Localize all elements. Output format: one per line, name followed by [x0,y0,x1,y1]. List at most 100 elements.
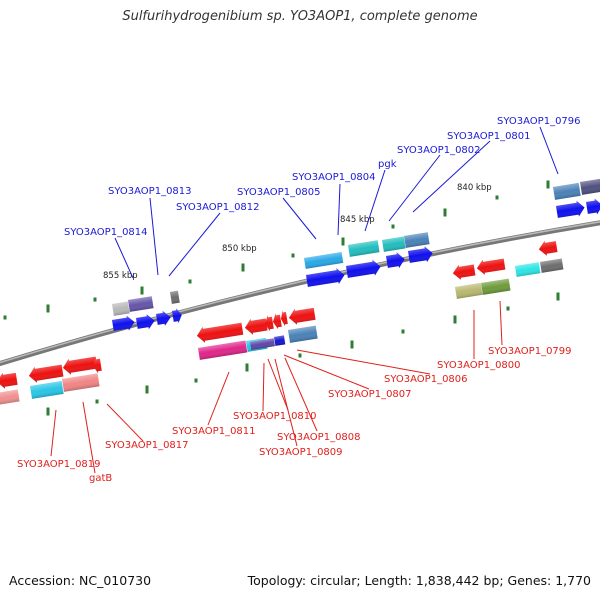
tick-mark [350,340,354,349]
genome-info-text: Topology: circular; Length: 1,838,442 bp… [247,573,591,588]
gene-feature [556,200,585,218]
gene-feature [481,278,511,295]
gene-feature [128,296,154,312]
gene-label-forward[interactable]: SYO3AOP1_0802 [397,145,481,156]
tick-mark [443,208,447,217]
gene-feature-shading [92,357,102,374]
gene-feature [28,364,64,383]
gene-label-forward[interactable]: SYO3AOP1_0814 [64,227,148,238]
gene-feature [348,240,380,257]
gene-label-forward[interactable]: SYO3AOP1_0805 [237,187,321,198]
gene-feature [586,198,600,215]
tick-mark [241,263,245,272]
tick-mark [46,407,50,416]
gene-feature-shading [481,278,511,295]
gene-feature [62,373,100,392]
gene-feature-shading [306,268,345,287]
gene-feature-shading [272,313,282,330]
tick-mark [291,253,295,258]
gene-feature [112,301,130,316]
tick-mark [298,353,302,358]
gene-feature-shading [28,364,64,383]
leader-line-forward [282,197,317,240]
scale-label: 850 kbp [222,244,257,254]
tick-mark [188,279,192,284]
gene-feature-shading [515,262,541,277]
gene-feature-shading [280,310,288,327]
gene-feature [553,182,581,200]
gene-feature-shading [172,308,182,324]
gene-feature-shading [452,264,476,280]
gene-feature [280,310,288,327]
gene-label-forward[interactable]: pgk [378,159,397,170]
gene-label-forward[interactable]: SYO3AOP1_0812 [176,202,260,213]
gene-feature-shading [264,315,274,332]
tick-mark [556,292,560,301]
gene-feature-shading [556,200,585,218]
leader-line-reverse [499,300,503,346]
gene-feature-shading [136,314,155,330]
gene-feature [306,268,345,287]
gene-feature-shading [62,373,100,392]
gene-feature-shading [250,338,275,350]
gene-feature-shading [30,380,64,399]
gene-feature [170,290,180,304]
gene-feature-shading [386,252,405,269]
gene-feature-shading [112,301,130,316]
gene-feature [244,318,268,335]
gene-features [0,178,600,405]
gene-feature [455,282,483,299]
gene-feature [476,258,506,275]
gene-feature [304,252,344,269]
gene-feature-shading [274,335,286,346]
gene-feature-shading [198,340,248,360]
leader-line-reverse [82,401,96,474]
gene-feature [30,380,64,399]
gene-label-forward[interactable]: SYO3AOP1_0804 [292,172,376,183]
map-title: Sulfurihydrogenibium sp. YO3AOP1, comple… [122,9,478,24]
gene-label-reverse[interactable]: gatB [89,473,112,484]
gene-feature-shading [540,258,564,273]
gene-feature [0,389,20,405]
gene-feature [112,315,135,331]
gene-feature-shading [0,389,20,405]
tick-mark [194,378,198,383]
gene-feature-shading [112,315,135,331]
genome-backbone-highlight [0,221,600,364]
gene-label-reverse[interactable]: SYO3AOP1_0811 [172,426,256,437]
leader-line-reverse [274,358,298,447]
gene-label-reverse[interactable]: SYO3AOP1_0810 [233,411,317,422]
gene-feature [136,314,155,330]
gene-feature [288,307,316,325]
gene-label-reverse[interactable]: SYO3AOP1_0800 [437,360,521,371]
gene-label-reverse[interactable]: SYO3AOP1_0819 [17,459,101,470]
gene-feature-shading [62,356,98,375]
gene-feature-shading [128,296,154,312]
gene-feature-shading [580,178,600,195]
gene-feature-shading [408,246,433,263]
gene-label-reverse[interactable]: SYO3AOP1_0817 [105,440,189,451]
gene-label-forward[interactable]: SYO3AOP1_0813 [108,186,192,197]
gene-feature-shading [553,182,581,200]
gene-feature [408,246,433,263]
leader-line-forward [168,212,221,277]
gene-label-forward[interactable]: SYO3AOP1_0796 [497,116,581,127]
gene-label-forward[interactable]: SYO3AOP1_0801 [447,131,531,142]
gene-label-reverse[interactable]: SYO3AOP1_0806 [384,374,468,385]
gene-feature-shading [455,282,483,299]
gene-label-reverse[interactable]: SYO3AOP1_0809 [259,447,343,458]
gene-feature-shading [538,240,558,256]
gene-feature-shading [586,198,600,215]
tick-mark [145,385,149,394]
gene-feature [580,178,600,195]
tick-mark [245,363,249,372]
leader-line-reverse [207,371,230,426]
gene-label-reverse[interactable]: SYO3AOP1_0807 [328,389,412,400]
gene-label-reverse[interactable]: SYO3AOP1_0808 [277,432,361,443]
gene-feature [515,262,541,277]
gene-label-reverse[interactable]: SYO3AOP1_0799 [488,346,572,357]
gene-feature [540,258,564,273]
gene-feature [346,259,381,278]
gene-feature [404,232,430,248]
